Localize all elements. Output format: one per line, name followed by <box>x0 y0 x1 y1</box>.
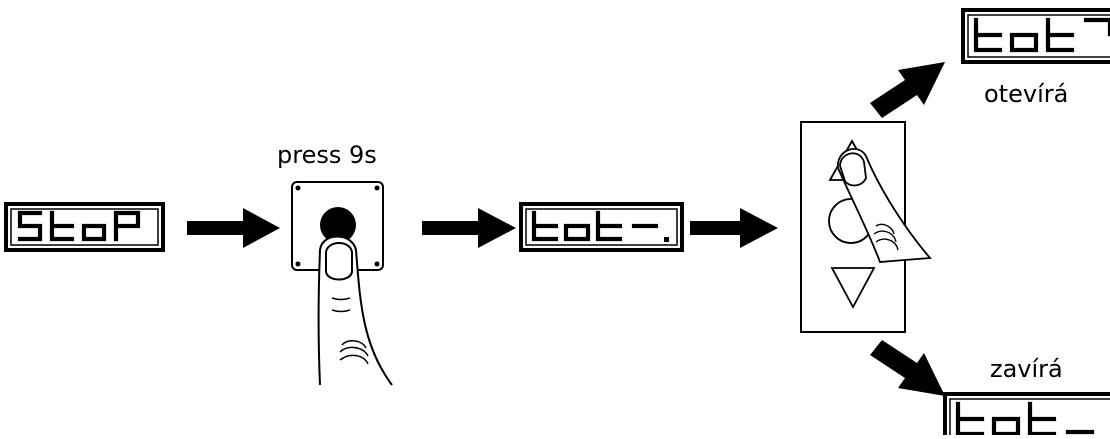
display-tot-close-glyphs <box>955 401 1095 437</box>
display-tot-open-glyphs <box>973 17 1110 53</box>
display-tot-dash-glyphs <box>531 210 669 242</box>
display-tot-close <box>943 392 1110 439</box>
arrow-right-icon <box>690 208 778 248</box>
arrow-up-right-icon <box>870 62 945 118</box>
triangle-down-icon <box>830 267 876 309</box>
display-stop <box>4 202 165 252</box>
finger-icon <box>837 148 932 263</box>
up-down-keypad-icon <box>800 121 932 333</box>
open-label: otevírá <box>984 80 1069 108</box>
finger-icon <box>317 235 393 386</box>
arrow-right-icon <box>187 208 280 248</box>
display-tot-open <box>961 8 1110 64</box>
display-tot-dash <box>519 202 684 252</box>
arrow-down-right-icon <box>870 340 945 396</box>
display-stop-glyphs <box>17 210 141 242</box>
press-label: press 9s <box>277 141 377 169</box>
arrow-right-icon <box>422 208 516 248</box>
close-label: zavírá <box>990 355 1063 383</box>
